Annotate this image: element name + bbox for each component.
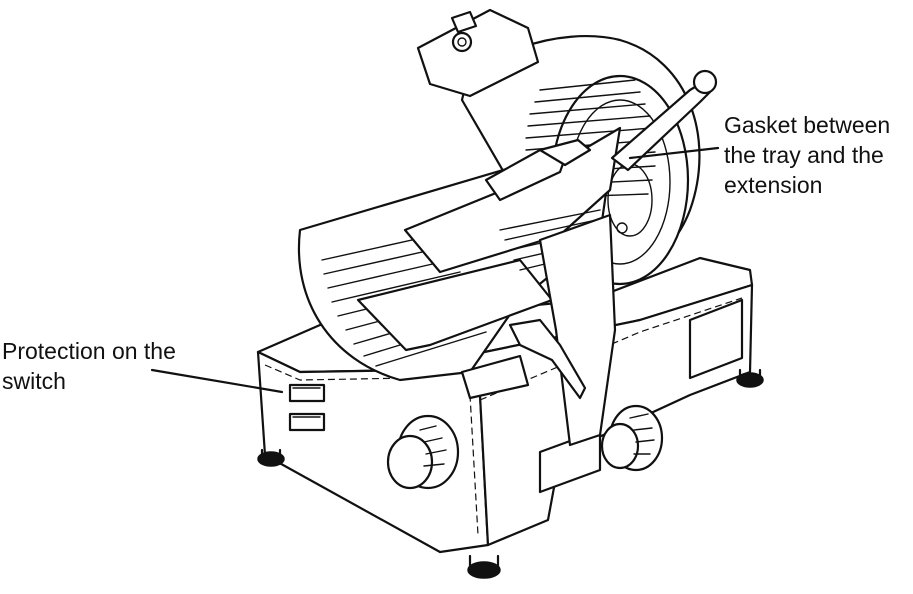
leader-line-switch <box>150 368 284 394</box>
product-tray <box>297 69 718 447</box>
switch-upper <box>288 383 326 403</box>
knobs <box>386 318 664 490</box>
callout-gasket-line-2: the tray and the <box>724 142 884 168</box>
leader-line-gasket <box>628 146 720 160</box>
foot-left <box>257 451 285 467</box>
callout-switch-line-1: Protection on the <box>2 338 176 364</box>
callout-gasket: Gasket between the tray and the extensio… <box>724 110 890 200</box>
callout-switch: Protection on the switch <box>2 336 176 396</box>
foot-right <box>736 372 764 388</box>
callout-gasket-line-1: Gasket between <box>724 112 891 138</box>
callout-switch-line-2: switch <box>2 368 66 394</box>
switch-lower <box>288 412 326 432</box>
foot-front <box>467 561 501 579</box>
callout-gasket-line-3: extension <box>724 172 823 198</box>
sharpener <box>416 8 540 98</box>
